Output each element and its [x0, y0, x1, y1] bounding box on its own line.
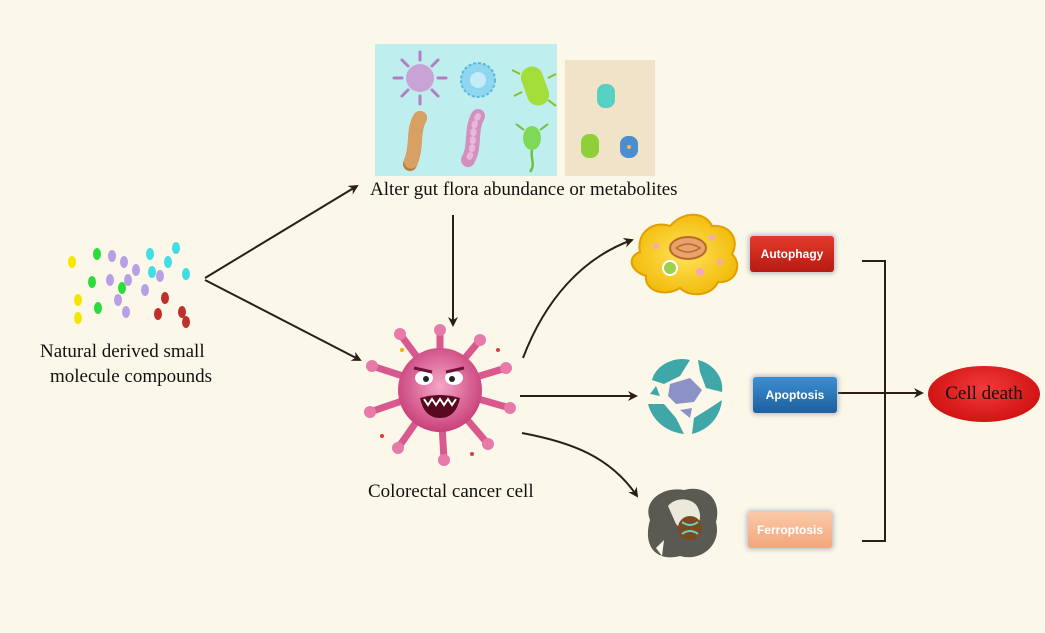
cancer-cell-label: Colorectal cancer cell	[368, 481, 534, 502]
compounds-label-line2: molecule compounds	[50, 366, 212, 387]
arrow-to-gut-flora	[204, 184, 359, 279]
metabolite-panel	[565, 60, 655, 176]
metabolite-teal-icon	[597, 84, 615, 108]
cancer-cell-icon	[364, 324, 516, 466]
flow-arrows	[204, 184, 924, 542]
microbe-worm-icon	[403, 111, 427, 171]
cell-death-node: Cell death	[928, 366, 1040, 422]
ferroptosis-badge: Ferroptosis	[748, 512, 832, 548]
microbe-curved-icon	[461, 109, 485, 167]
gut-flora-panel	[375, 44, 557, 176]
apoptosis-cell-icon	[646, 358, 723, 436]
compound-molecules-icon	[68, 242, 190, 328]
compounds-label-line1: Natural derived small	[40, 341, 205, 362]
gut-flora-label: Alter gut flora abundance or metabolites	[370, 179, 678, 200]
arrow-to-cancer-cell	[204, 279, 362, 361]
metabolite-green-icon	[581, 134, 599, 158]
arrow-to-ferroptosis	[521, 432, 639, 498]
arrow-to-autophagy	[522, 238, 634, 359]
pathway-bracket	[862, 260, 886, 542]
microbe-flagellate-icon	[515, 123, 549, 173]
microbe-round-icon	[460, 62, 496, 98]
autophagy-badge: Autophagy	[750, 236, 834, 272]
microbe-rod-icon	[511, 66, 557, 107]
ferroptosis-cell-icon	[647, 488, 718, 558]
autophagy-cell-icon	[630, 213, 739, 296]
microbe-spiky-icon	[392, 50, 448, 106]
apoptosis-badge: Apoptosis	[753, 377, 837, 413]
